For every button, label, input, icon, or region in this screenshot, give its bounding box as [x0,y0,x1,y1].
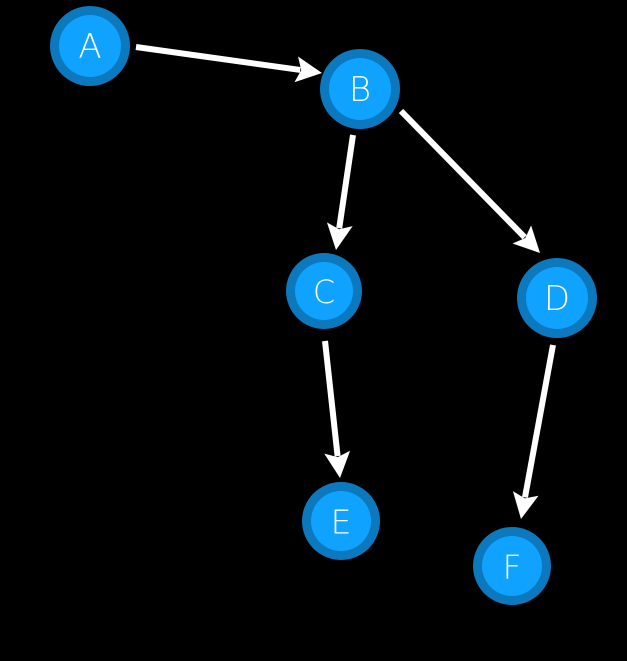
graph-node-e[interactable]: E [302,482,380,560]
node-fill [526,267,588,329]
arrowhead-icon [326,222,353,250]
node-label: B [349,70,371,110]
edge-b-c [326,134,356,250]
graph-node-d[interactable]: D [517,258,597,338]
arrowhead-icon [512,491,539,519]
node-label: E [331,503,352,542]
node-fill [311,491,371,551]
edge-line [322,340,341,457]
edge-a-b [135,44,322,83]
node-fill [482,536,542,596]
edge-b-d [398,108,540,253]
edge-c-e [322,340,351,478]
node-fill [329,58,391,120]
graph-node-b[interactable]: B [320,49,400,129]
edge-line [336,134,356,229]
graph-node-f[interactable]: F [473,527,551,605]
node-layer: A B C D E F [50,6,597,605]
edge-line [135,44,301,73]
edge-line [398,108,527,240]
graph-node-c[interactable]: C [286,253,362,329]
node-label: D [544,279,570,319]
arrowhead-icon [294,56,322,83]
arrowhead-icon [324,450,351,478]
node-label: A [78,27,101,67]
node-fill [295,262,353,320]
node-label: F [503,548,522,587]
edge-line [522,344,556,498]
node-fill [59,15,121,77]
edge-layer [135,44,556,519]
graph-node-a[interactable]: A [50,6,130,86]
edge-d-f [512,344,556,519]
node-label: C [313,273,335,311]
arrowhead-icon [512,225,540,253]
